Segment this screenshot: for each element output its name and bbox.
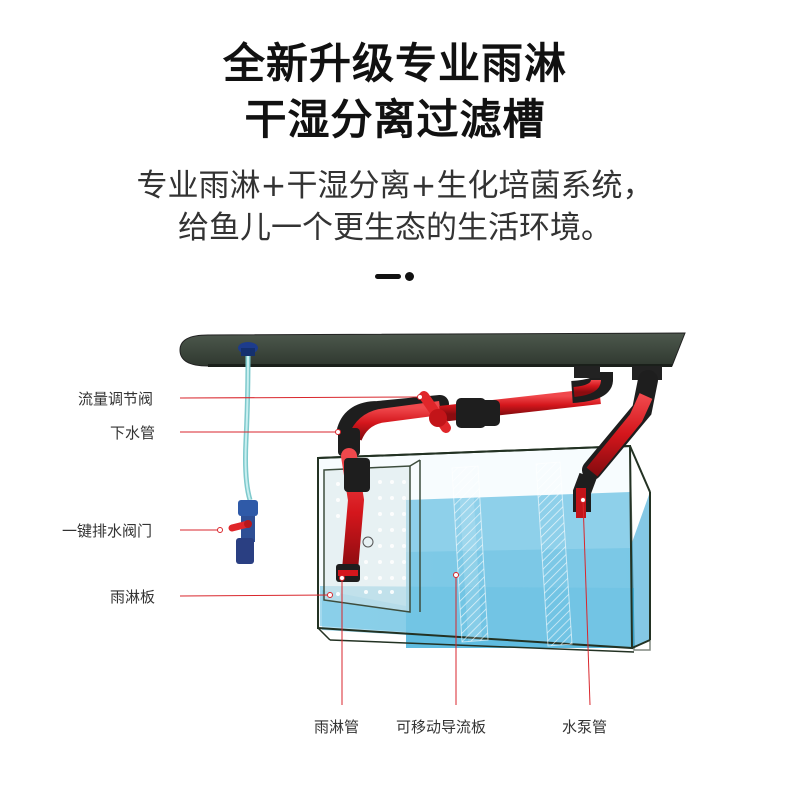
page-title-line2: 干湿分离过滤槽 — [244, 95, 546, 144]
label-rain-pipe: 雨淋管 — [314, 718, 360, 736]
shelf-inlet-cap — [238, 342, 258, 356]
page-title-line1: 全新升级专业雨淋 — [222, 39, 567, 88]
leader-lines — [179, 394, 591, 706]
label-drain-valve: 一键排水阀门 — [62, 522, 153, 540]
rain-down-pipe — [336, 395, 449, 582]
label-rain-plate: 雨淋板 — [110, 588, 156, 606]
subtitle-line2: 给鱼儿一个更生态的生活环境。 — [178, 210, 612, 246]
drain-valve — [228, 500, 258, 564]
leader-rain-plate — [179, 594, 331, 597]
label-guide-plate: 可移动导流板 — [396, 718, 487, 736]
rain-plate — [323, 459, 421, 613]
divider-dot — [405, 272, 414, 281]
flow-pipe — [439, 366, 613, 428]
flow-valve-handle — [419, 391, 451, 433]
cabinet-shelf — [179, 332, 686, 367]
label-flow-valve: 流量调节阀 — [78, 390, 154, 408]
subtitle-line1: 专业雨淋+干湿分离+生化培菌系统， — [136, 168, 654, 204]
label-pump-pipe: 水泵管 — [562, 718, 608, 736]
guide-plates — [451, 461, 573, 647]
pump-pipe — [573, 366, 662, 518]
drain-hose — [243, 355, 253, 501]
divider-bar — [375, 274, 401, 279]
label-down-pipe: 下水管 — [110, 424, 156, 442]
leader-pump-pipe — [582, 499, 591, 706]
leader-flow-valve — [179, 396, 421, 399]
